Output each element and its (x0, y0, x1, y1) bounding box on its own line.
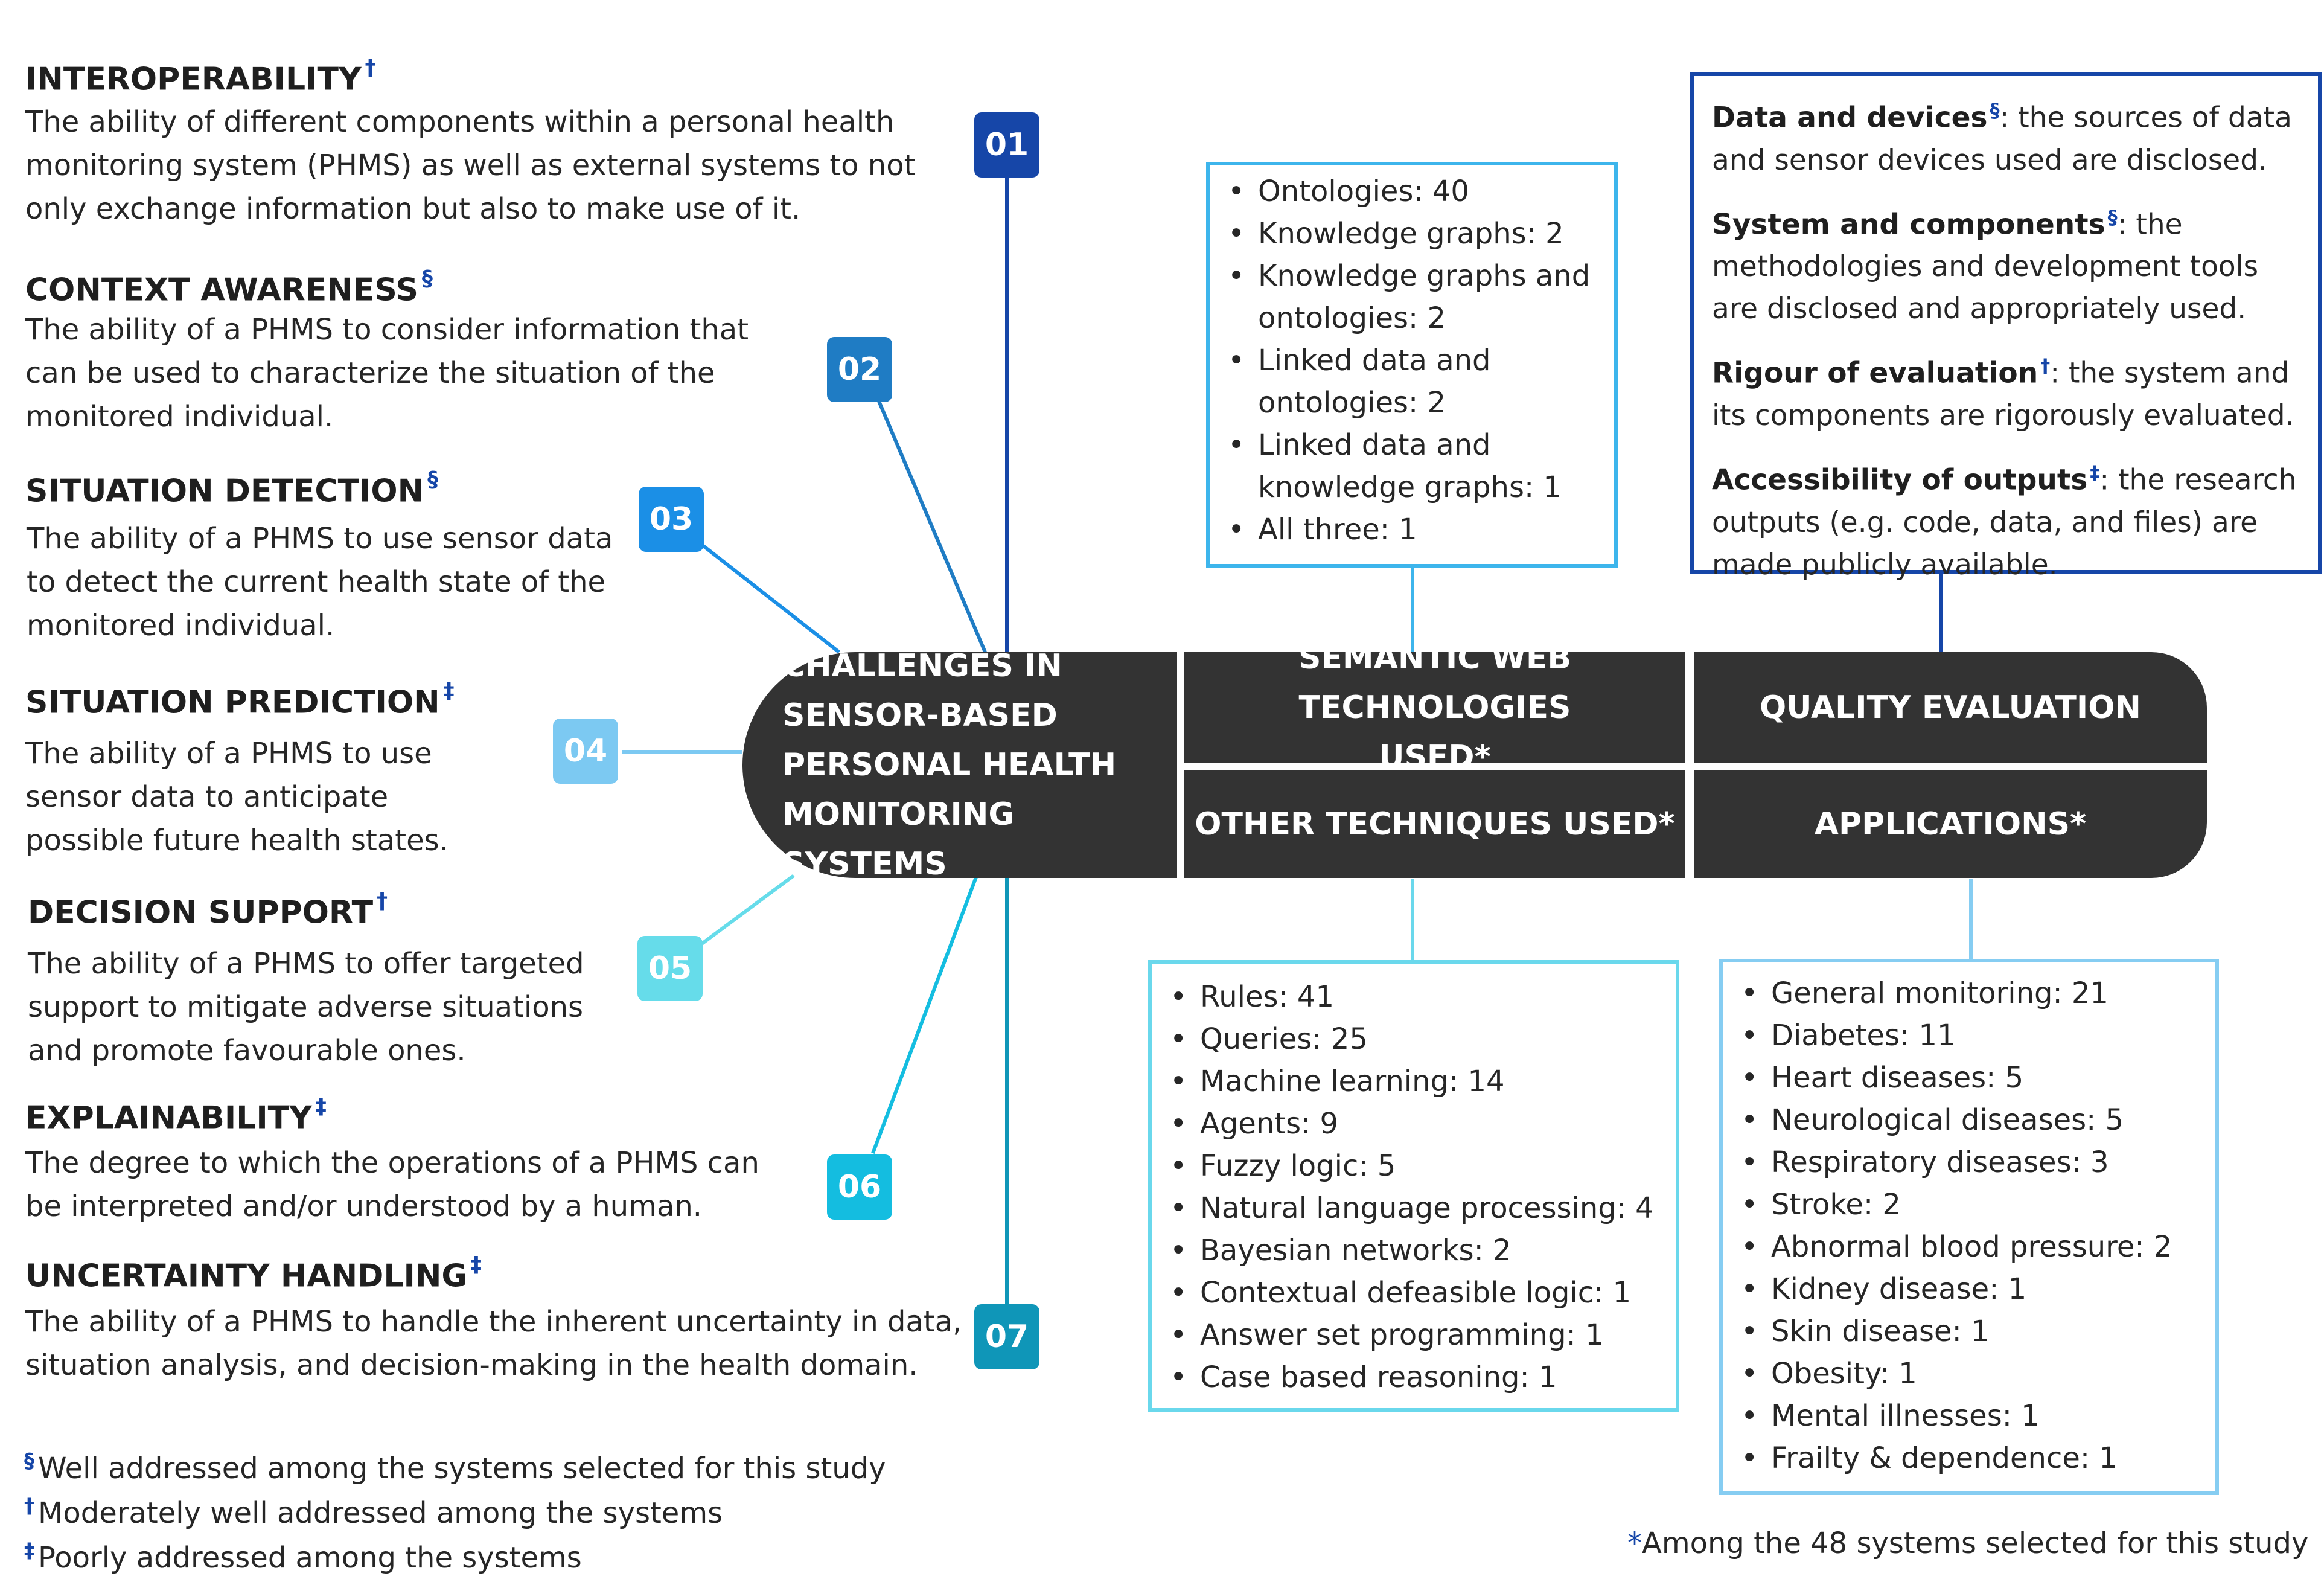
other-techniques-box: Rules: 41 Queries: 25 Machine learning: … (1148, 960, 1679, 1412)
list-item: Case based reasoning: 1 (1152, 1356, 1670, 1398)
footnote: *Among the 48 systems selected for this … (1627, 1526, 2308, 1560)
challenge-01-desc: The ability of different components with… (25, 105, 916, 226)
challenge-03-title: SITUATION DETECTION§ (25, 467, 439, 510)
list-item: Heart diseases: 5 (1723, 1057, 2209, 1099)
semantic-web-list: Ontologies: 40 Knowledge graphs: 2 Knowl… (1210, 170, 1608, 551)
list-item: Kidney disease: 1 (1723, 1268, 2209, 1310)
semantic-web-block: SEMANTIC WEB TECHNOLOGIES USED* (1184, 640, 1685, 775)
challenge-05-desc: The ability of a PHMS to offer targeted … (28, 947, 584, 1068)
quality-item-rigour: Rigour of evaluation†: the system and it… (1712, 354, 2294, 432)
challenge-05-marker: † (377, 889, 388, 914)
other-techniques-block: OTHER TECHNIQUES USED* (1184, 770, 1685, 878)
badge-07: 07 (974, 1304, 1039, 1369)
quality-evaluation-box: Data and devices§: the sources of data a… (1690, 72, 2322, 581)
footnote-marker: * (1627, 1526, 1642, 1560)
list-item: Linked data and ontologies: 2 (1210, 339, 1608, 424)
challenge-02-desc: The ability of a PHMS to consider inform… (25, 313, 749, 434)
challenge-07-title: UNCERTAINTY HANDLING‡ (25, 1252, 482, 1295)
list-item: Knowledge graphs and ontologies: 2 (1210, 255, 1608, 339)
quality-item-system-components: System and components§: the methodologie… (1712, 205, 2259, 326)
applications-list: General monitoring: 21 Diabetes: 11 Hear… (1723, 972, 2209, 1479)
challenge-03-marker: § (427, 467, 439, 492)
challenge-04-marker: ‡ (443, 679, 455, 703)
list-item: Queries: 25 (1152, 1018, 1670, 1060)
quality-evaluation-label: QUALITY EVALUATION (1760, 690, 2141, 726)
list-item: Fuzzy logic: 5 (1152, 1145, 1670, 1187)
challenge-04-desc: The ability of a PHMS to use sensor data… (25, 737, 449, 857)
challenge-02-marker: § (421, 266, 433, 291)
challenge-03-desc: The ability of a PHMS to use sensor data… (27, 522, 613, 642)
badge-01: 01 (974, 112, 1039, 178)
list-item: Bayesian networks: 2 (1152, 1229, 1670, 1272)
quality-item-accessibility: Accessibility of outputs‡: the research … (1712, 461, 2297, 581)
connector-06 (871, 874, 978, 1154)
list-item: Linked data and knowledge graphs: 1 (1210, 424, 1608, 508)
applications-label: APPLICATIONS* (1814, 806, 2087, 842)
list-item: Answer set programming: 1 (1152, 1314, 1670, 1356)
challenge-05-title: DECISION SUPPORT† (28, 889, 388, 931)
challenge-07-desc: The ability of a PHMS to handle the inhe… (25, 1305, 962, 1382)
connector-05 (699, 874, 795, 947)
list-item: Rules: 41 (1152, 976, 1670, 1018)
list-item: Diabetes: 11 (1723, 1014, 2209, 1057)
list-item: Ontologies: 40 (1210, 170, 1608, 213)
legend-moderately-addressed: †Moderately well addressed among the sys… (24, 1494, 723, 1530)
list-item: Agents: 9 (1152, 1103, 1670, 1145)
legend-well-addressed: §Well addressed among the systems select… (24, 1449, 886, 1485)
list-item: Machine learning: 14 (1152, 1060, 1670, 1103)
connector-03 (699, 542, 840, 654)
challenge-06-desc: The degree to which the operations of a … (25, 1146, 759, 1223)
center-main-label: CHALLENGES IN SENSOR-BASED PERSONAL HEAL… (782, 648, 1117, 882)
list-item: Stroke: 2 (1723, 1183, 2209, 1226)
list-item: Abnormal blood pressure: 2 (1723, 1226, 2209, 1268)
list-item: Skin disease: 1 (1723, 1310, 2209, 1353)
list-item: Frailty & dependence: 1 (1723, 1437, 2209, 1479)
challenge-07-marker: ‡ (471, 1252, 482, 1277)
footnote-text: Among the 48 systems selected for this s… (1642, 1526, 2309, 1560)
semantic-web-label: SEMANTIC WEB TECHNOLOGIES USED* (1298, 640, 1572, 775)
list-item: Neurological diseases: 5 (1723, 1099, 2209, 1141)
badge-03: 03 (639, 487, 704, 552)
badge-04: 04 (553, 719, 618, 784)
challenge-04-title: SITUATION PREDICTION‡ (25, 679, 455, 721)
list-item: General monitoring: 21 (1723, 972, 2209, 1014)
quality-evaluation-block: QUALITY EVALUATION (1694, 652, 2207, 763)
quality-item-data-devices: Data and devices§: the sources of data a… (1712, 99, 2292, 177)
list-item: Contextual defeasible logic: 1 (1152, 1272, 1670, 1314)
other-techniques-list: Rules: 41 Queries: 25 Machine learning: … (1152, 976, 1670, 1398)
list-item: Natural language processing: 4 (1152, 1187, 1670, 1229)
list-item: Respiratory diseases: 3 (1723, 1141, 2209, 1183)
applications-block: APPLICATIONS* (1694, 770, 2207, 878)
challenge-06-title: EXPLAINABILITY‡ (25, 1094, 327, 1136)
challenges-center-block: CHALLENGES IN SENSOR-BASED PERSONAL HEAL… (742, 648, 1177, 882)
list-item: Mental illnesses: 1 (1723, 1395, 2209, 1437)
other-techniques-label: OTHER TECHNIQUES USED* (1195, 806, 1675, 842)
list-item: All three: 1 (1210, 508, 1608, 551)
semantic-web-box: Ontologies: 40 Knowledge graphs: 2 Knowl… (1206, 162, 1618, 568)
list-item: Obesity: 1 (1723, 1353, 2209, 1395)
badge-06: 06 (827, 1154, 892, 1220)
list-item: Knowledge graphs: 2 (1210, 213, 1608, 255)
challenge-02-title: CONTEXT AWARENESS§ (25, 266, 433, 309)
badge-02: 02 (827, 337, 892, 402)
badge-05: 05 (637, 936, 703, 1001)
applications-box: General monitoring: 21 Diabetes: 11 Hear… (1719, 959, 2219, 1495)
challenge-01-marker: † (365, 56, 376, 80)
challenge-06-marker: ‡ (315, 1094, 327, 1119)
legend-poorly-addressed: ‡Poorly addressed among the systems (24, 1539, 582, 1575)
challenge-01-title: INTEROPERABILITY† (25, 56, 376, 98)
connector-02 (875, 394, 987, 653)
